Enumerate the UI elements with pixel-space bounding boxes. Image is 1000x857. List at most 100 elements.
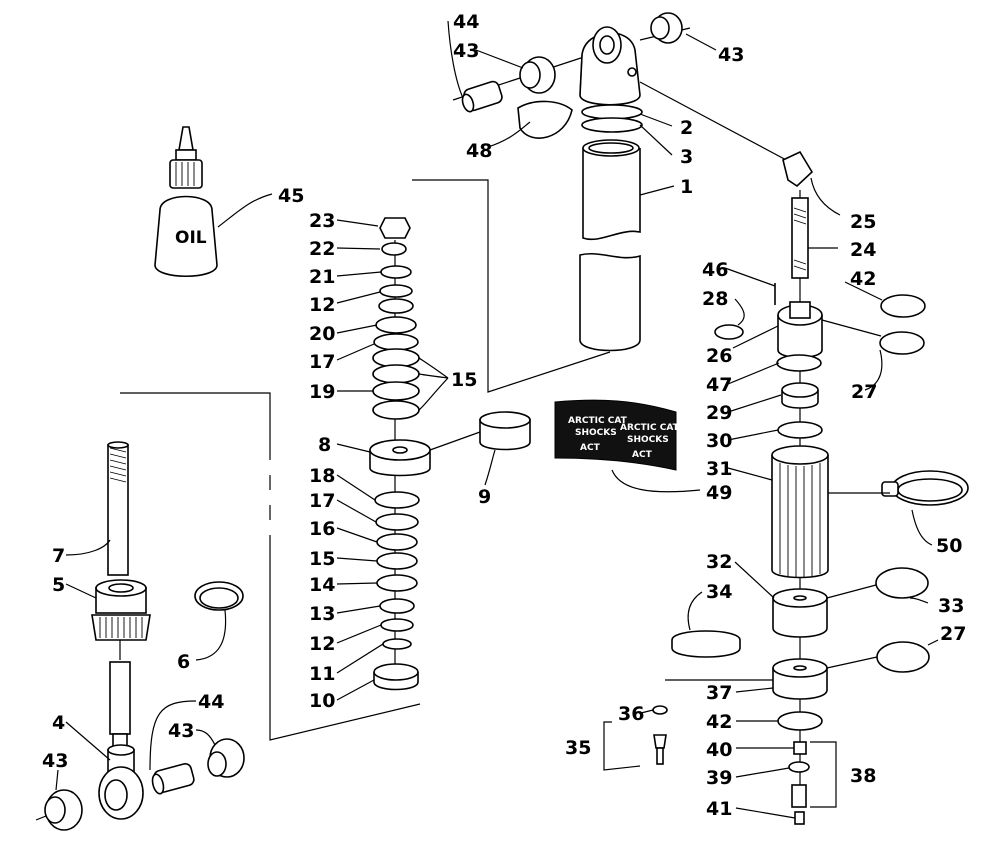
shim-18: [374, 491, 420, 509]
oil-bottle: OIL: [154, 126, 218, 278]
callout-27-upper: 27: [851, 381, 877, 403]
o-ring-3: [581, 117, 643, 133]
callout-43-bottom-left: 43: [42, 750, 68, 772]
callout-29: 29: [706, 402, 732, 424]
callout-24: 24: [850, 239, 876, 261]
screw-35: [652, 705, 668, 765]
callout-42-upper: 42: [850, 268, 876, 290]
callout-12-upper: 12: [309, 294, 335, 316]
callout-4: 4: [52, 712, 65, 734]
callout-34: 34: [706, 581, 732, 603]
callout-32: 32: [706, 551, 732, 573]
shim-17-upper: [373, 333, 419, 351]
callout-15-lower: 15: [309, 548, 335, 570]
callout-19: 19: [309, 381, 335, 403]
o-ring-27-lower: [876, 641, 930, 673]
callout-48: 48: [466, 140, 492, 162]
shim-15: [376, 552, 418, 570]
assembly-guide-lines: [119, 27, 801, 800]
shim-12-lower: [380, 618, 414, 632]
lower-shaft: [109, 661, 131, 749]
callout-26: 26: [706, 345, 732, 367]
decal-sticker: ARCTIC CAT SHOCKS ACT ARCTIC CAT SHOCKS …: [554, 399, 680, 471]
sleeve-bottom: [151, 763, 195, 795]
shim-13: [379, 598, 415, 614]
ring-33: [875, 567, 929, 599]
callout-23: 23: [309, 210, 335, 232]
bracket-lines: [603, 721, 837, 808]
callout-5: 5: [52, 574, 65, 596]
end-cap-37: [772, 658, 828, 700]
decal-left-logo: ACT: [580, 443, 601, 453]
callout-50: 50: [936, 535, 962, 557]
callout-42-lower: 42: [706, 711, 732, 733]
piston-band: [479, 411, 531, 451]
valve-stem-24: [791, 197, 809, 279]
callout-9: 9: [478, 486, 491, 508]
callout-16: 16: [309, 518, 335, 540]
reservoir-cap-26: [777, 301, 823, 359]
callout-47: 47: [706, 374, 732, 396]
bottom-eyelet: [98, 744, 144, 820]
oil-label: OIL: [175, 228, 207, 248]
callout-18: 18: [309, 465, 335, 487]
callout-14: 14: [309, 574, 335, 596]
ring-6: [194, 581, 244, 611]
callout-8: 8: [318, 434, 331, 456]
callout-38: 38: [850, 765, 876, 787]
o-ring-42-top: [880, 294, 926, 318]
o-ring-30: [777, 421, 823, 439]
callout-30: 30: [706, 430, 732, 452]
callout-13: 13: [309, 603, 335, 625]
shim-16: [376, 533, 418, 551]
shim-11: [382, 638, 412, 650]
callout-28: 28: [702, 288, 728, 310]
callout-6: 6: [177, 651, 190, 673]
callout-40: 40: [706, 739, 732, 761]
bushing-bottom-left: [35, 789, 83, 831]
piston-32: [772, 588, 828, 638]
callout-36: 36: [618, 703, 644, 725]
callout-17-lower: 17: [309, 490, 335, 512]
callout-39: 39: [706, 767, 732, 789]
ring-47: [776, 354, 822, 372]
split-ring-34: [671, 630, 741, 658]
callout-35: 35: [565, 737, 591, 759]
callout-20: 20: [309, 323, 335, 345]
bushing-top-right: [650, 12, 683, 44]
nut-23: [379, 217, 411, 239]
o-ring-28: [714, 324, 744, 340]
callout-7: 7: [52, 545, 65, 567]
callout-2: 2: [680, 117, 693, 139]
valve-stack: [369, 217, 431, 691]
base-10: [373, 663, 419, 681]
callout-37: 37: [706, 682, 732, 704]
shim-20: [375, 316, 417, 334]
callout-27-lower: 27: [940, 623, 966, 645]
decal-left-line2: SHOCKS: [575, 428, 617, 438]
shim-21: [380, 265, 412, 279]
callout-44-bottom: 44: [198, 691, 224, 713]
decal-right-line1: ARCTIC CAT: [620, 423, 680, 433]
callout-3: 3: [680, 146, 693, 168]
bushing-29: [781, 382, 819, 409]
seal-head: [91, 579, 151, 641]
callout-31: 31: [706, 458, 732, 480]
callout-43-top-right: 43: [718, 44, 744, 66]
callout-41: 41: [706, 798, 732, 820]
o-ring-2: [581, 104, 643, 120]
callout-49: 49: [706, 482, 732, 504]
callout-45: 45: [278, 185, 304, 207]
shim-19: [372, 381, 420, 401]
reservoir-body-31: [771, 445, 829, 579]
callout-labels: 44 43 43 48 2 3 1 45 23 22 21 12 20 17 1…: [42, 11, 966, 820]
callout-11: 11: [309, 663, 335, 685]
hose-clamp-50: [881, 470, 969, 506]
callout-46: 46: [702, 259, 728, 281]
top-eyelet: [579, 26, 641, 106]
callout-43-bottom-right: 43: [168, 720, 194, 742]
callout-1: 1: [680, 176, 693, 198]
washer-22: [381, 242, 407, 256]
valve-38: [788, 741, 810, 825]
